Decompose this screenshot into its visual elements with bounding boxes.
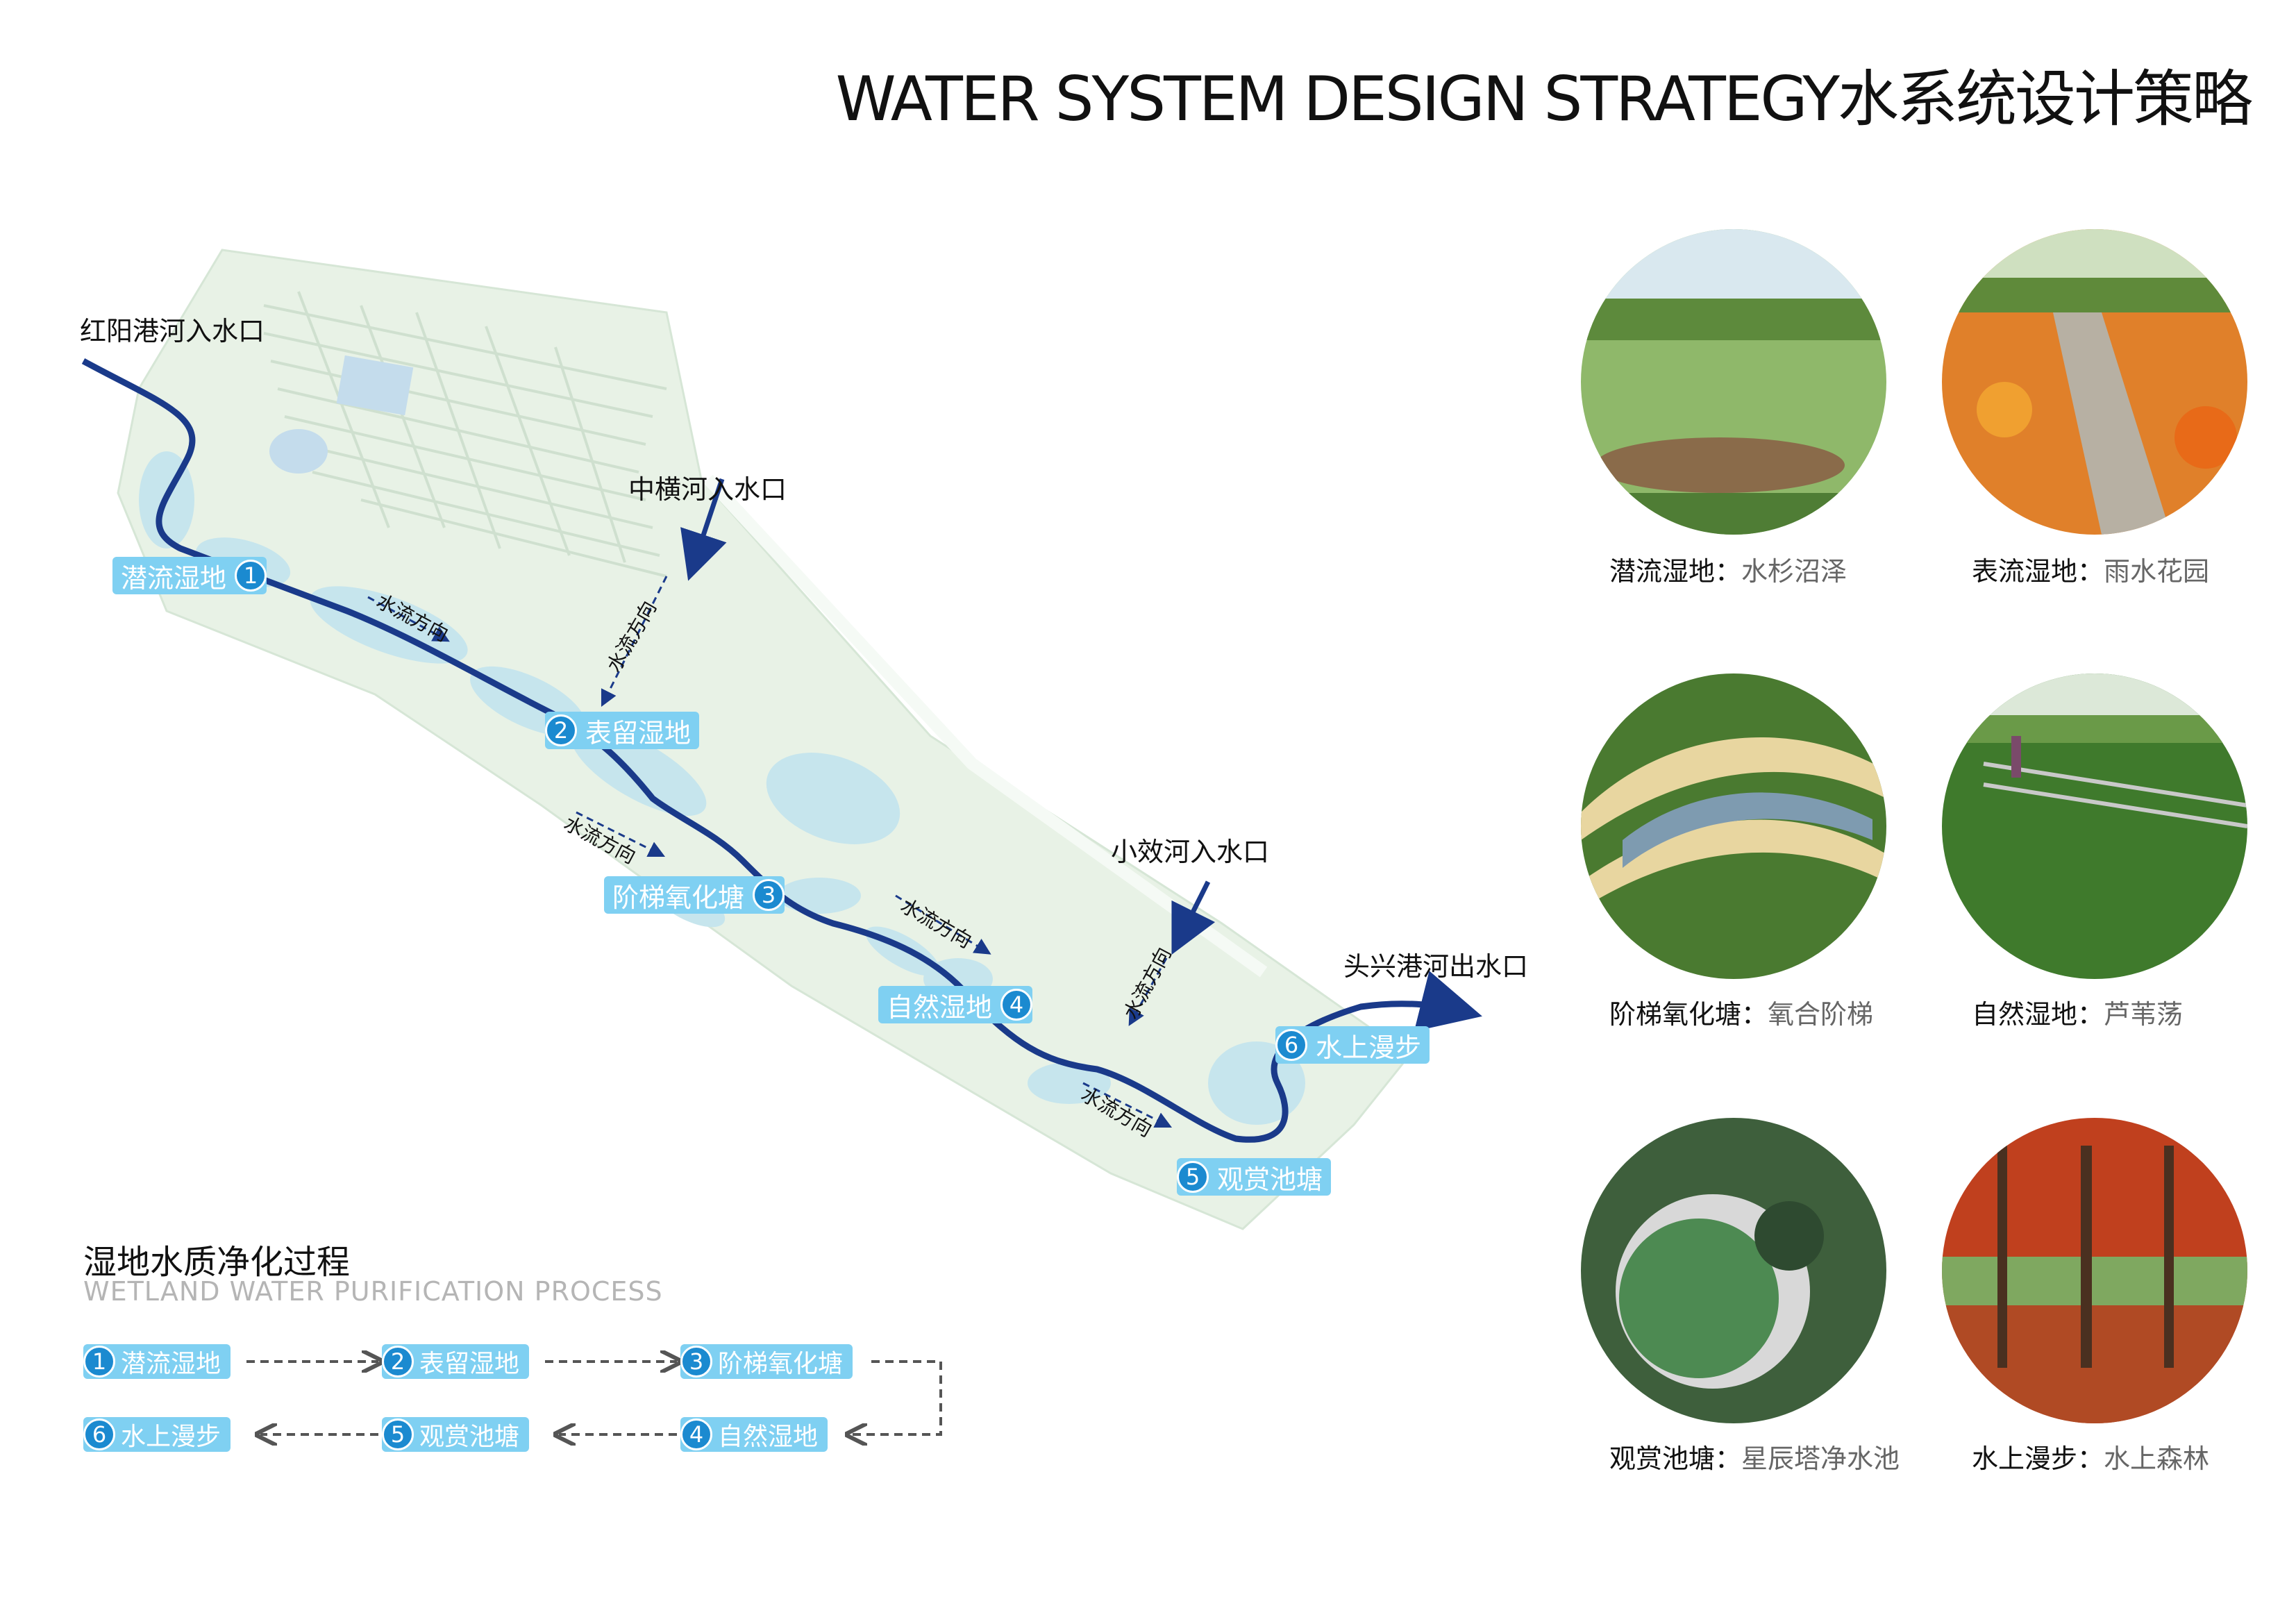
- caption-3-sep: ：: [1741, 999, 1768, 1030]
- process-badge-3: 3: [680, 1346, 712, 1378]
- caption-1-label: 潜流湿地: [1609, 556, 1716, 587]
- caption-1: 潜流湿地：水杉沼泽: [1609, 550, 1847, 588]
- stage-label-3: 阶梯氧化塘 3: [604, 876, 785, 914]
- stage-badge-5: 5: [1177, 1161, 1209, 1193]
- caption-1-sep: ：: [1715, 556, 1742, 587]
- stage-badge-4: 4: [1000, 989, 1033, 1021]
- process-item-1: 1 潜流湿地: [83, 1344, 231, 1379]
- process-name-6: 水上漫步: [121, 1423, 221, 1451]
- photo-subsurface-wetland: [1581, 229, 1886, 535]
- inlet-hongyang-label: 红阳港河入水口: [80, 316, 265, 346]
- process-name-1: 潜流湿地: [121, 1350, 221, 1378]
- stage-name-1: 潜流湿地: [121, 562, 227, 594]
- stage-label-1: 潜流湿地 1: [112, 557, 267, 594]
- plot-grid: [263, 291, 667, 578]
- site-land: [117, 249, 1411, 1230]
- caption-2-label: 表流湿地: [1972, 556, 2078, 587]
- stage-name-3: 阶梯氧化塘: [612, 882, 745, 913]
- process-name-3: 阶梯氧化塘: [718, 1350, 844, 1378]
- caption-2-sep: ：: [2077, 556, 2104, 587]
- stage-badge-2: 2: [545, 714, 577, 746]
- stage-badge-6: 6: [1275, 1029, 1307, 1061]
- stage-name-6: 水上漫步: [1316, 1032, 1422, 1063]
- site-plan-map: 红阳港河入水口 中横河入水口 小效河入水口 头兴港河出水口 水流方向 水流方向 …: [80, 249, 1527, 1230]
- inlet-xiaoxiao-label: 小效河入水口: [1111, 837, 1269, 867]
- photo-surface-wetland: [1942, 229, 2247, 535]
- process-title: 湿地水质净化过程: [83, 1243, 351, 1282]
- caption-5-desc: 星辰塔净水池: [1741, 1443, 1900, 1474]
- caption-5-sep: ：: [1715, 1443, 1742, 1474]
- stage-label-2: 2 表留湿地: [545, 712, 700, 749]
- caption-1-desc: 水杉沼泽: [1741, 556, 1847, 587]
- caption-4-sep: ：: [2077, 999, 2104, 1030]
- pond-upper: [269, 429, 328, 474]
- process-name-5: 观赏池塘: [419, 1423, 520, 1451]
- stage-name-2: 表留湿地: [585, 717, 692, 748]
- process-item-4: 4 自然湿地: [680, 1417, 828, 1452]
- caption-3: 阶梯氧化塘：氧合阶梯: [1609, 993, 1873, 1031]
- process-item-2: 2 表留湿地: [382, 1344, 530, 1379]
- photo-natural-wetland: [1942, 673, 2247, 979]
- stage-label-4: 自然湿地 4: [878, 986, 1033, 1023]
- flow-arrows: [367, 576, 1173, 1128]
- photo-water-forest: [1942, 1118, 2247, 1423]
- inlet-arrow-xiaoxiao: [1171, 880, 1216, 955]
- stage-badge-3: 3: [753, 879, 785, 911]
- caption-6-sep: ：: [2077, 1443, 2104, 1474]
- caption-4-label: 自然湿地: [1972, 999, 2078, 1030]
- stage-name-5: 观赏池塘: [1217, 1164, 1323, 1195]
- outlet-touxing-label: 头兴港河出水口: [1343, 951, 1527, 982]
- photo-cascade-pond: [1581, 673, 1886, 979]
- process-subtitle: WETLAND WATER PURIFICATION PROCESS: [83, 1276, 663, 1307]
- process-badge-2: 2: [382, 1346, 414, 1378]
- process-arrow-3-4: [850, 1360, 942, 1434]
- caption-2-desc: 雨水花园: [2104, 556, 2210, 587]
- caption-4-desc: 芦苇荡: [2104, 999, 2184, 1030]
- stage-name-4: 自然湿地: [887, 991, 993, 1023]
- caption-2: 表流湿地：雨水花园: [1972, 550, 2209, 588]
- photo-ornamental-pond: [1581, 1118, 1886, 1423]
- process-badge-4: 4: [680, 1418, 712, 1450]
- caption-4: 自然湿地：芦苇荡: [1972, 993, 2183, 1031]
- caption-3-desc: 氧合阶梯: [1768, 999, 1874, 1030]
- page-title: WATER SYSTEM DESIGN STRATEGY水系统设计策略: [835, 63, 2253, 135]
- caption-6: 水上漫步：水上森林: [1972, 1437, 2209, 1475]
- inlet-arrow-zhongheng: [680, 478, 727, 581]
- process-item-5: 5 观赏池塘: [382, 1417, 530, 1452]
- process-badge-6: 6: [83, 1418, 115, 1450]
- caption-5-label: 观赏池塘: [1609, 1443, 1716, 1474]
- process-arrows: [246, 0, 942, 1527]
- process-name-2: 表留湿地: [419, 1350, 520, 1378]
- process-item-6: 6 水上漫步: [83, 1417, 231, 1452]
- caption-6-label: 水上漫步: [1972, 1443, 2078, 1474]
- caption-3-label: 阶梯氧化塘: [1609, 999, 1742, 1030]
- caption-6-desc: 水上森林: [2104, 1443, 2210, 1474]
- access-road: [703, 474, 1268, 978]
- pond-rect: [336, 355, 414, 416]
- stage-label-6: 6 水上漫步: [1275, 1026, 1430, 1064]
- caption-5: 观赏池塘：星辰塔净水池: [1609, 1437, 1900, 1475]
- stage-badge-1: 1: [235, 560, 267, 592]
- process-badge-5: 5: [382, 1418, 414, 1450]
- inlet-zhongheng-label: 中横河入水口: [628, 474, 787, 505]
- process-badge-1: 1: [83, 1346, 115, 1378]
- process-item-3: 3 阶梯氧化塘: [680, 1344, 853, 1379]
- process-name-4: 自然湿地: [718, 1423, 819, 1451]
- stage-label-5: 5 观赏池塘: [1177, 1158, 1332, 1196]
